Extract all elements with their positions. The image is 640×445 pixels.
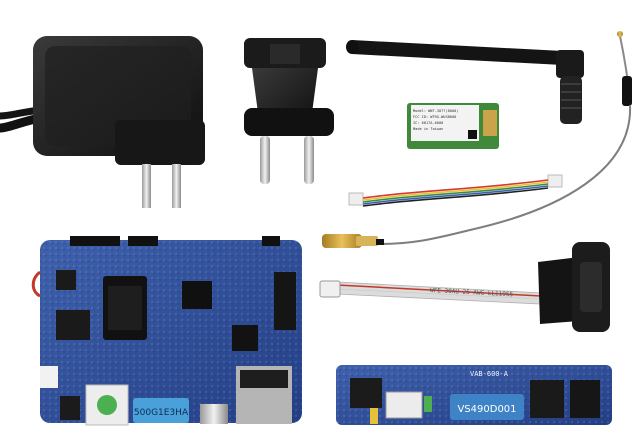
eu-plug-adapter: [244, 38, 334, 184]
expansion-port-label: VS490D001: [457, 404, 516, 415]
wireless-module: Model: WNT-3077(8000) FCC ID: WTRG-WUSB6…: [407, 103, 499, 149]
power-adapter: [0, 36, 205, 208]
module-text-1: Model: WNT-3077(8000): [413, 109, 458, 113]
module-text-3: IC: 6817A-6000: [413, 121, 443, 125]
mainboard: 500G1E3HA: [31, 236, 302, 426]
antenna: [346, 40, 584, 124]
module-text-4: Made in Taiwan: [413, 127, 443, 131]
ribbon-text: WFE 30AU 25 AWG LL11955: [430, 287, 514, 298]
module-text-2: FCC ID: WTRG-WUSB600: [413, 115, 456, 119]
jumper-cable: [348, 174, 563, 207]
expansion-board-label: VAB-600-A: [470, 370, 509, 378]
serial-ribbon-cable: WFE 30AU 25 AWG LL11955: [319, 242, 610, 332]
io-expansion-board: VAB-600-A VS490D001: [336, 365, 612, 425]
rf-pigtail: [322, 31, 632, 248]
qr-code-icon: [468, 130, 477, 139]
mainboard-label: 500G1E3HA: [134, 408, 189, 418]
